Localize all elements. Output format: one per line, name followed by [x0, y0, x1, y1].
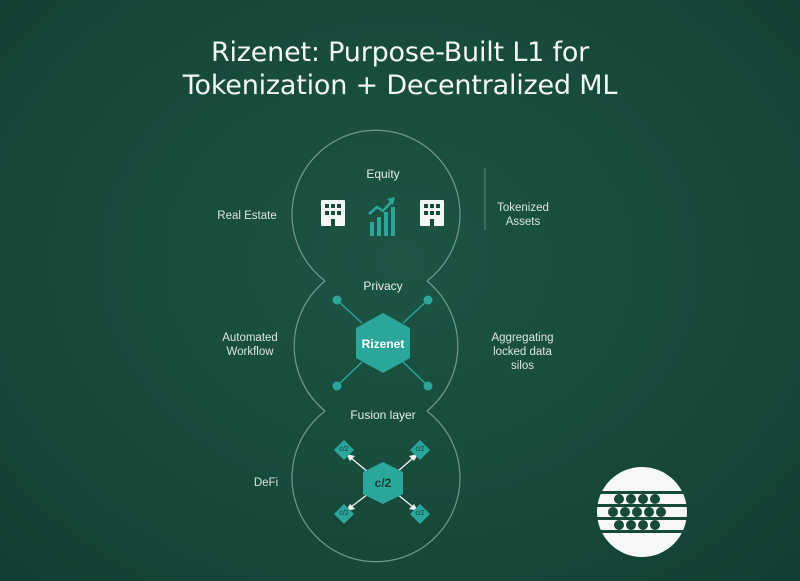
label-defi: DeFi [253, 477, 279, 489]
rizenet-spokes [336, 299, 429, 387]
fusion-spokes [350, 457, 414, 508]
fusion-node-diamond [334, 440, 354, 460]
page-title: Rizenet: Purpose-Built L1 for Tokenizati… [0, 36, 800, 102]
circle-outline-top [291, 129, 461, 282]
circle-outline-middle-right [426, 280, 459, 412]
abacus-logo-icon [597, 467, 687, 557]
fusion-node-label: c/2 [415, 510, 425, 517]
building-icon-right [420, 200, 444, 226]
label-line: Workflow [226, 346, 274, 358]
fusion-node-label: c/2 [339, 446, 349, 453]
circle-outline-middle-left [293, 280, 326, 412]
section-label-equity: Equity [366, 167, 400, 181]
fusion-node-diamond [410, 504, 430, 524]
label-line: silos [510, 360, 534, 372]
section-label-fusion-layer: Fusion layer [350, 408, 416, 422]
fusion-hexagon [363, 462, 403, 504]
fusion-hub-label: c/2 [374, 476, 392, 490]
section-label-privacy: Privacy [363, 279, 403, 293]
fusion-node-label: c/2 [339, 510, 349, 517]
label-aggregating-data-silos: Aggregating locked data silos [475, 331, 570, 373]
building-icon [321, 200, 345, 226]
label-tokenized-assets: Tokenized Assets [478, 201, 568, 229]
node-dot [332, 381, 342, 391]
label-line: Automated [222, 332, 278, 344]
growth-chart-icon [368, 197, 395, 236]
fusion-node-label: c/2 [415, 446, 425, 453]
label-line: locked data [493, 346, 552, 358]
title-line-2: Tokenization + Decentralized ML [182, 70, 618, 101]
title-line-1: Rizenet: Purpose-Built L1 for [210, 37, 590, 68]
label-line: Aggregating [491, 332, 554, 344]
label-line: Tokenized [497, 202, 549, 214]
node-dot [423, 295, 433, 305]
rizenet-hexagon [356, 313, 410, 373]
node-dot [332, 295, 342, 305]
fusion-node-diamond [334, 504, 354, 524]
fusion-node-diamond [410, 440, 430, 460]
hub-label-rizenet: Rizenet [361, 337, 405, 351]
label-real-estate: Real Estate [217, 210, 277, 222]
label-automated-workflow: Automated Workflow [205, 331, 295, 359]
circle-outline-bottom [291, 410, 461, 563]
label-line: Assets [505, 216, 541, 228]
node-dot [423, 381, 433, 391]
